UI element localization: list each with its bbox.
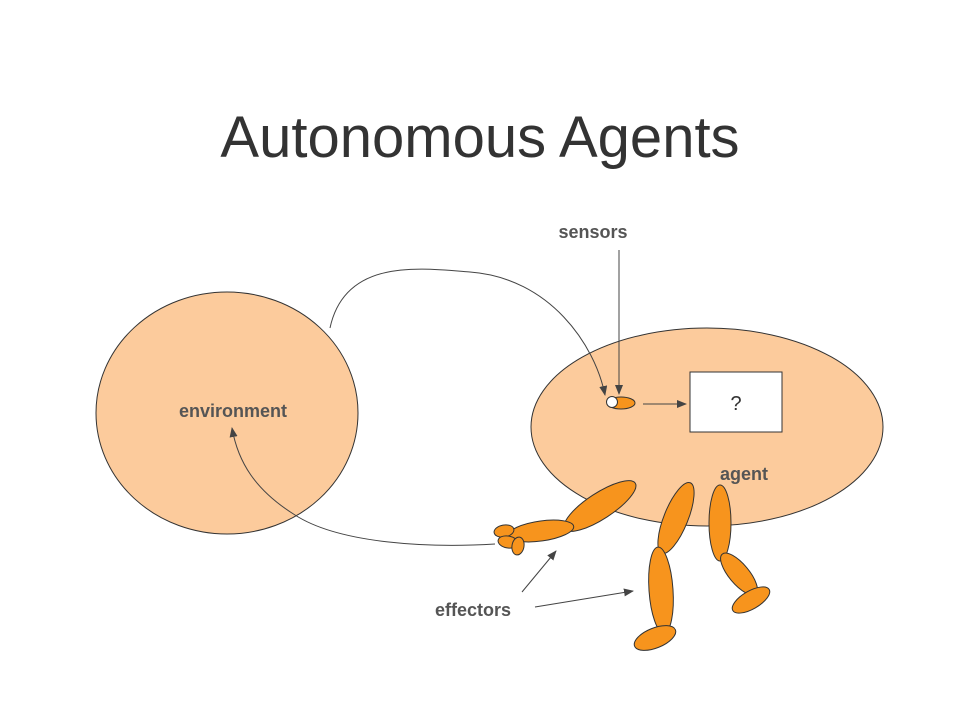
unknown-process-box <box>689 371 783 433</box>
unknown-process-label: ? <box>730 393 741 415</box>
effectors-label: effectors <box>435 600 511 620</box>
environment-ellipse <box>95 291 359 535</box>
right-leg <box>708 484 771 614</box>
left-leg <box>633 481 695 651</box>
slide-title: Autonomous Agents <box>220 105 740 170</box>
sensors-label: sensors <box>558 222 627 242</box>
effectors-pointer-leg <box>534 588 634 608</box>
sensor <box>606 396 636 410</box>
agent-label: agent <box>720 464 768 484</box>
effectors-pointer-arm <box>521 550 557 593</box>
percept-arrow <box>329 268 608 396</box>
action-arrow <box>229 427 496 546</box>
arm-effector <box>493 480 637 556</box>
environment-label: environment <box>179 401 287 421</box>
